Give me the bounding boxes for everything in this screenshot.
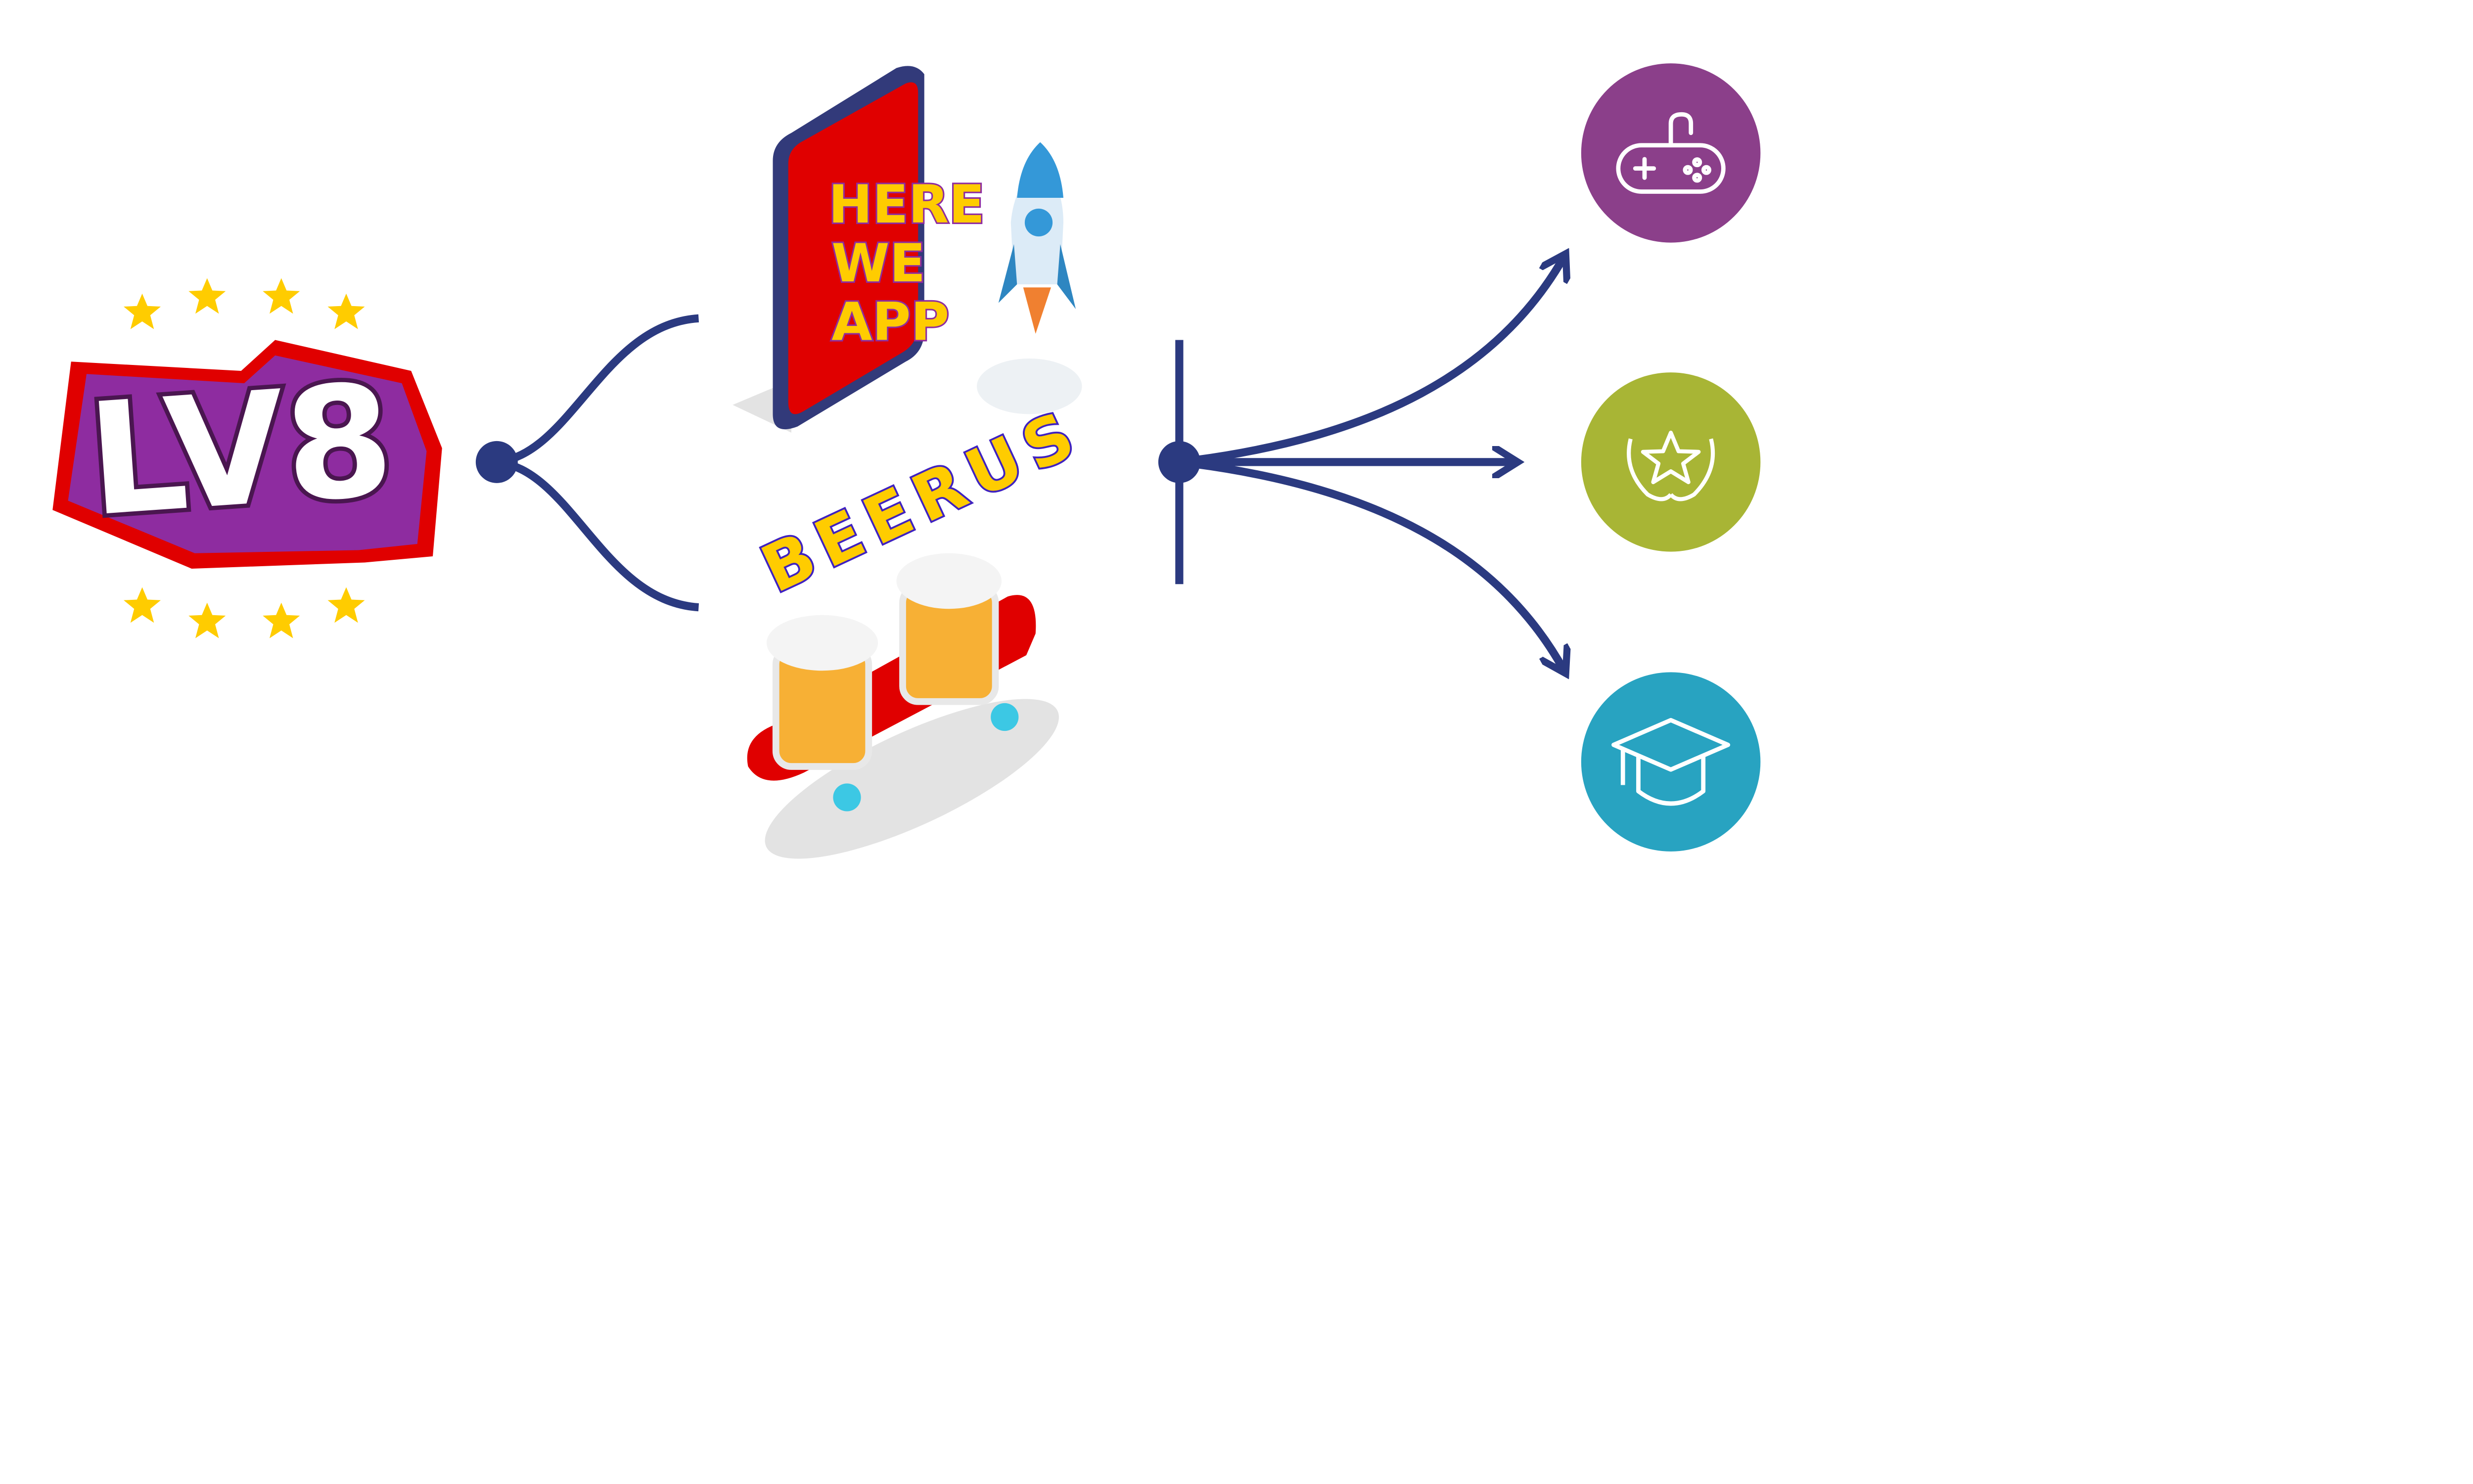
outcome-education bbox=[1581, 672, 1761, 852]
beerus-illustration: BEERUS bbox=[747, 392, 1096, 859]
app-text-line-3: APP bbox=[831, 292, 949, 353]
beer-mug-right bbox=[896, 553, 1002, 705]
lv8-logo: LV8 bbox=[52, 278, 442, 638]
right-connector bbox=[1175, 257, 1564, 671]
logo-badge bbox=[68, 355, 427, 553]
beer-mug-left bbox=[767, 615, 878, 770]
graduation-cap-icon bbox=[1611, 718, 1731, 806]
left-connector bbox=[496, 314, 699, 612]
stars-bottom bbox=[124, 587, 365, 638]
app-text-line-1: HERE bbox=[828, 174, 985, 235]
outcome-achievement bbox=[1581, 372, 1761, 552]
outcome-gaming bbox=[1581, 63, 1761, 243]
rocket-icon bbox=[977, 142, 1082, 414]
junction-dot-right bbox=[1158, 441, 1200, 483]
here-we-app-illustration: HERE WE APP bbox=[733, 66, 1082, 433]
app-text-line-2: WE bbox=[831, 233, 925, 294]
stars-top bbox=[124, 278, 365, 329]
junction-dot-left bbox=[475, 441, 518, 483]
laurel-star-icon bbox=[1627, 430, 1715, 501]
game-controller-icon bbox=[1616, 112, 1726, 194]
logo-text: LV8 bbox=[83, 350, 399, 551]
diagram: LV8 HERE WE APP bbox=[52, 63, 1761, 859]
